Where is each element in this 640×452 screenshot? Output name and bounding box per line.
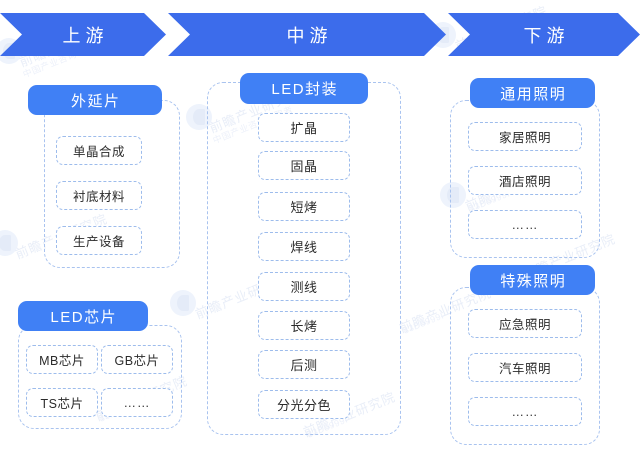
list-item-label: …… (123, 395, 151, 410)
list-item-label: 单晶合成 (72, 145, 125, 159)
list-item[interactable]: 短烤 (258, 192, 350, 221)
flow-stage-label: 上游 (62, 25, 109, 46)
value-chain-flow: 上游 中游 下游 (0, 13, 640, 56)
group-title-label: 通用照明 (500, 85, 567, 103)
list-item[interactable]: …… (101, 388, 173, 417)
list-item[interactable]: 扩晶 (258, 113, 350, 142)
list-item[interactable]: 长烤 (258, 311, 350, 340)
group-title-general-lighting[interactable]: 通用照明 (470, 78, 595, 108)
group-title-special-lighting[interactable]: 特殊照明 (470, 265, 595, 295)
list-item-label: GB芯片 (114, 354, 160, 368)
list-item[interactable]: TS芯片 (26, 388, 98, 417)
list-item[interactable]: 分光分色 (258, 390, 350, 419)
list-item-label: 测线 (290, 280, 318, 295)
list-item[interactable]: 测线 (258, 272, 350, 301)
flow-stage-midstream[interactable]: 中游 (168, 13, 446, 56)
group-title-label: 特殊照明 (500, 272, 567, 290)
group-title-label: 外延片 (70, 92, 121, 110)
flow-stage-label: 中游 (286, 25, 333, 46)
list-item[interactable]: 固晶 (258, 151, 350, 180)
list-item-label: 固晶 (290, 159, 318, 174)
list-item[interactable]: 衬底材料 (56, 181, 142, 210)
group-title-label: LED芯片 (50, 308, 118, 326)
list-item-label: 汽车照明 (498, 362, 551, 376)
list-item-label: …… (511, 404, 539, 419)
list-item-label: TS芯片 (40, 397, 84, 411)
list-item[interactable]: MB芯片 (26, 345, 98, 374)
flow-stage-downstream[interactable]: 下游 (448, 13, 640, 56)
list-item[interactable]: 酒店照明 (468, 166, 582, 195)
list-item[interactable]: GB芯片 (101, 345, 173, 374)
list-item-label: MB芯片 (39, 354, 85, 368)
list-item-label: 衬底材料 (72, 190, 125, 204)
list-item[interactable]: 家居照明 (468, 122, 582, 151)
list-item[interactable]: …… (468, 210, 582, 239)
group-title-led-package[interactable]: LED封装 (240, 73, 368, 104)
list-item-label: 长烤 (290, 319, 318, 334)
list-item-label: 酒店照明 (498, 175, 551, 189)
watermark-logo (0, 230, 18, 256)
list-item-label: 生产设备 (72, 235, 125, 249)
flow-stage-label: 下游 (523, 25, 570, 46)
list-item-label: 家居照明 (498, 131, 551, 145)
flow-stage-upstream[interactable]: 上游 (0, 13, 166, 56)
list-item-label: 短烤 (290, 200, 318, 215)
list-item-label: 分光分色 (276, 398, 331, 413)
list-item[interactable]: 焊线 (258, 232, 350, 261)
list-item[interactable]: 应急照明 (468, 309, 582, 338)
list-item-label: 后测 (290, 358, 318, 373)
list-item[interactable]: …… (468, 397, 582, 426)
list-item-label: 应急照明 (498, 318, 551, 332)
list-item-label: 扩晶 (290, 121, 318, 136)
list-item-label: …… (511, 217, 539, 232)
list-item-label: 焊线 (290, 240, 318, 255)
list-item[interactable]: 生产设备 (56, 226, 142, 255)
group-title-label: LED封装 (271, 81, 339, 98)
list-item[interactable]: 单晶合成 (56, 136, 142, 165)
watermark-subtext: 83D5999I (401, 310, 446, 336)
list-item[interactable]: 汽车照明 (468, 353, 582, 382)
group-title-epitaxial-wafer[interactable]: 外延片 (28, 85, 162, 115)
watermark-logo (170, 290, 196, 316)
group-title-led-chip[interactable]: LED芯片 (18, 301, 148, 331)
list-item[interactable]: 后测 (258, 350, 350, 379)
